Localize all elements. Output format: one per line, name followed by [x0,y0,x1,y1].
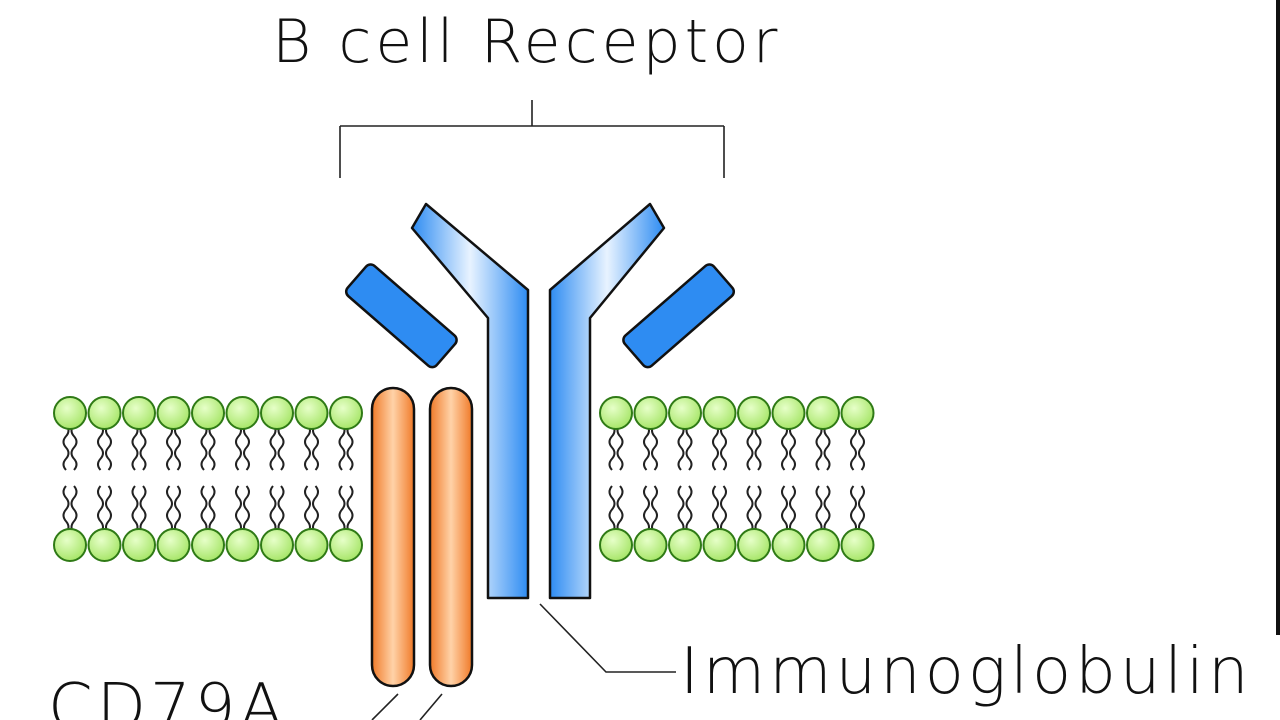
heavy-chain-left [410,202,530,600]
lipid-head [737,396,771,430]
lipid-head [599,396,633,430]
lipid-head [156,396,191,430]
cd79a-leader-2 [419,693,443,720]
receptor-bracket [339,100,725,178]
cd79-subunits [370,386,474,688]
lipid-head [840,528,875,562]
left-leaflet-tails [62,424,354,534]
lipid-head [87,528,122,562]
lipid-head [771,396,806,430]
lipid-head [53,396,87,430]
lipid-head [87,396,122,430]
lipid-head [633,528,668,562]
lipid-bilayer-right [599,396,875,562]
lipid-head [53,528,87,562]
right-leaflet-heads [599,396,875,562]
right-leaflet-tails [608,424,865,534]
lipid-head [806,528,840,562]
lipid-head [737,528,771,562]
immunoglobulin [344,202,736,600]
lipid-head [191,396,225,430]
heavy-chain-right [548,202,666,600]
lipid-head [668,528,702,562]
cd79a-leader-1 [371,693,399,720]
lipid-head [840,396,875,430]
lipid-head [122,396,156,430]
cd79b-subunit [428,386,474,688]
lipid-head [260,396,294,430]
lipid-head [329,528,363,562]
lipid-head [668,396,702,430]
lipid-head [225,396,260,430]
light-chain-left [344,263,458,369]
cd79a-subunit [370,386,416,688]
lipid-head [122,528,156,562]
label-leader-lines [371,603,676,720]
lipid-bilayer-left [53,396,363,562]
lipid-head [771,528,806,562]
immunoglobulin-leader [539,603,676,673]
left-leaflet-heads [53,396,363,562]
immunoglobulin-label: Immunoglobulin [680,635,1253,709]
lipid-head [260,528,294,562]
lipid-head [294,396,329,430]
lipid-head [329,396,363,430]
right-edge-border [1276,0,1280,635]
lipid-head [225,528,260,562]
lipid-head [191,528,225,562]
cd79a-label: CD79A [48,671,288,720]
light-chain-right [622,263,736,369]
lipid-head [633,396,668,430]
lipid-head [702,528,737,562]
lipid-head [806,396,840,430]
lipid-head [702,396,737,430]
lipid-head [599,528,633,562]
diagram-title: B cell Receptor [272,7,782,77]
lipid-head [294,528,329,562]
lipid-head [156,528,191,562]
